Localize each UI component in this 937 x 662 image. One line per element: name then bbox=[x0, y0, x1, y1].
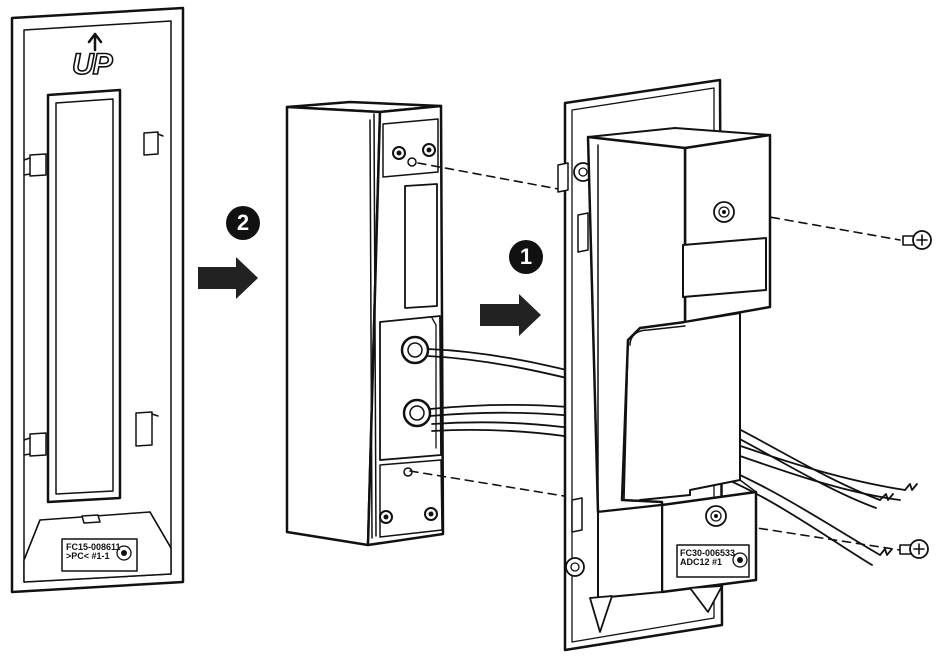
wall-mount bbox=[557, 78, 772, 652]
backplate-clips bbox=[23, 131, 164, 457]
backplate-code-line1: FC15-008611 bbox=[66, 542, 121, 552]
screw-upper bbox=[902, 230, 932, 250]
backplate bbox=[10, 6, 185, 594]
up-arrow-icon bbox=[87, 32, 103, 52]
step1-arrow bbox=[480, 294, 541, 336]
screw-lower bbox=[899, 539, 929, 559]
step1-badge: 1 bbox=[509, 240, 543, 274]
step2-badge: 2 bbox=[226, 206, 260, 240]
mount-code-line1: FC30-006533 bbox=[680, 548, 736, 558]
backplate-code-line2: >PC< #1-1 bbox=[66, 551, 110, 562]
camera-unit bbox=[285, 100, 445, 547]
mount-code-line2: ADC12 #1 bbox=[680, 557, 723, 568]
step2-arrow bbox=[198, 257, 258, 299]
up-label: UP bbox=[71, 47, 113, 82]
backplate-code-label: FC15-008611 >PC< #1-1 bbox=[66, 542, 121, 562]
mount-code-label: FC30-006533 ADC12 #1 bbox=[680, 548, 736, 568]
